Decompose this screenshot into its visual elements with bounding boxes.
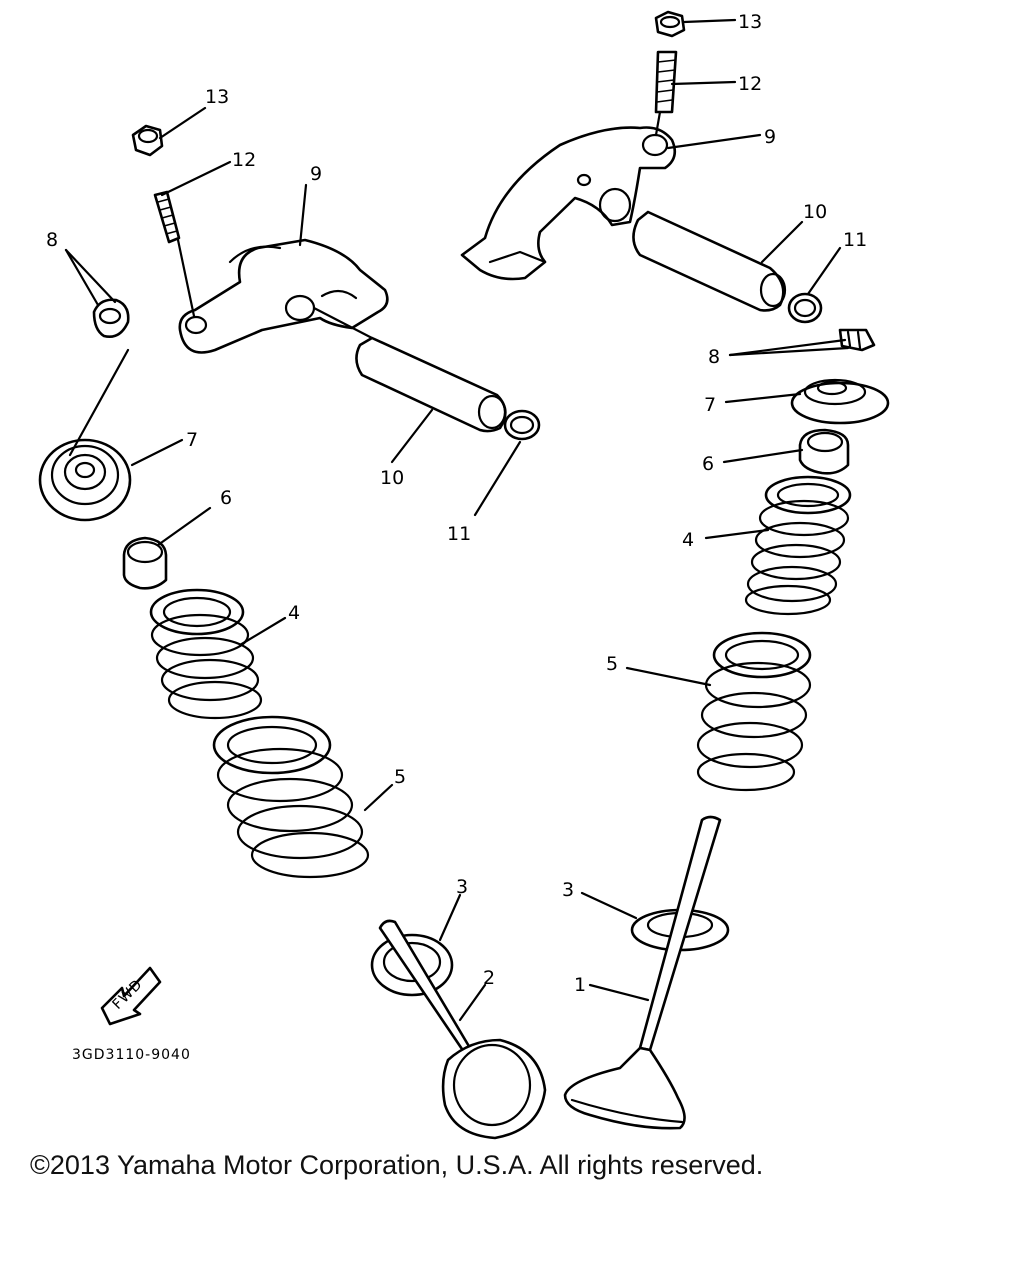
copyright-notice: ©2013 Yamaha Motor Corporation, U.S.A. A… xyxy=(30,1150,764,1180)
exploded-parts-diagram: FWD 13 12 xyxy=(38,10,890,1140)
callout-3-left: 3 xyxy=(456,876,468,898)
callout-8-left: 8 xyxy=(46,229,58,251)
part-12-stud-left xyxy=(153,190,181,244)
callout-10-left: 10 xyxy=(380,467,404,489)
callout-4-right: 4 xyxy=(682,529,694,551)
callout-5-right: 5 xyxy=(606,653,618,675)
part-4-spring-inner-right xyxy=(744,475,852,616)
part-4-spring-inner-left xyxy=(149,588,263,720)
callout-12-left: 12 xyxy=(232,149,256,171)
callout-6-right: 6 xyxy=(702,453,714,475)
part-6-seal-left xyxy=(122,536,168,590)
callout-13-right: 13 xyxy=(738,11,762,33)
part-1-valve-right xyxy=(563,815,722,1130)
callout-2-left: 2 xyxy=(483,967,495,989)
callout-6-left: 6 xyxy=(220,487,232,509)
part-2-valve-left xyxy=(378,919,547,1140)
callout-5-left: 5 xyxy=(394,766,406,788)
callout-7-right: 7 xyxy=(704,394,716,416)
part-9-rocker-arm-left xyxy=(178,238,389,354)
part-10-shaft-left xyxy=(355,336,507,433)
part-6-seal-right xyxy=(798,428,850,475)
part-12-stud-right xyxy=(654,50,678,114)
part-5-spring-outer-left xyxy=(212,715,370,879)
part-8-collets-right xyxy=(838,328,876,352)
fwd-arrow-icon: FWD xyxy=(100,966,162,1026)
part-7-retainer-left xyxy=(38,438,132,522)
part-10-shaft-right xyxy=(632,210,787,312)
part-8-collets-left xyxy=(92,298,130,338)
callout-8-right: 8 xyxy=(708,346,720,368)
callout-9-left: 9 xyxy=(310,163,322,185)
callout-labels: 13 12 8 7 9 10 11 6 4 5 3 2 13 12 9 10 1… xyxy=(46,11,867,996)
part-13-nut-right xyxy=(654,10,686,38)
callout-3-right: 3 xyxy=(562,879,574,901)
part-13-nut-left xyxy=(131,124,164,157)
callout-11-left: 11 xyxy=(447,523,471,545)
callout-9-right: 9 xyxy=(764,126,776,148)
part-11-oring-right xyxy=(787,292,823,324)
part-9-rocker-arm-right xyxy=(460,126,677,281)
callout-13-left: 13 xyxy=(205,86,229,108)
callout-10-right: 10 xyxy=(803,201,827,223)
part-7-retainer-right xyxy=(790,378,890,425)
leader-lines xyxy=(64,18,850,1022)
diagram-code: 3GD3110-9040 xyxy=(72,1047,191,1063)
part-5-spring-outer-right xyxy=(696,631,812,792)
callout-7-left: 7 xyxy=(186,429,198,451)
callout-1-right: 1 xyxy=(574,974,586,996)
callout-4-left: 4 xyxy=(288,602,300,624)
callout-11-right: 11 xyxy=(843,229,867,251)
part-11-oring-left xyxy=(503,409,541,441)
callout-12-right: 12 xyxy=(738,73,762,95)
